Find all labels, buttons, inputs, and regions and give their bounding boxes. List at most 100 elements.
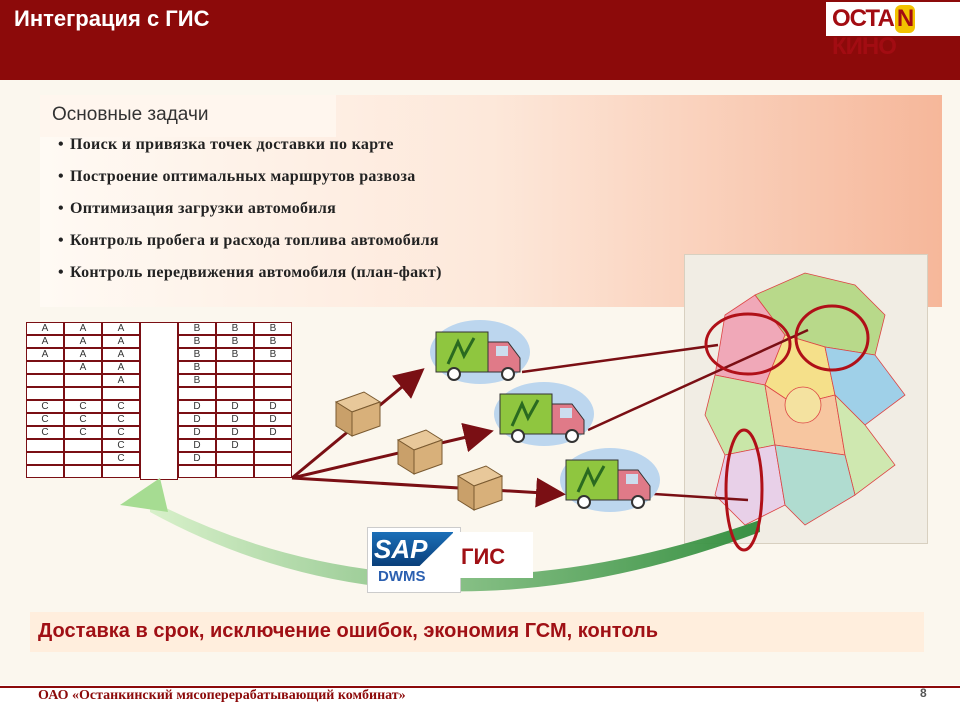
rack-cell: [254, 452, 292, 465]
rack-cell: В: [216, 348, 254, 361]
rack-cell: В: [216, 322, 254, 335]
rack-cell: [216, 465, 254, 478]
rack-cell: [254, 439, 292, 452]
rack-cell: D: [216, 439, 254, 452]
rack-cell: [216, 374, 254, 387]
package-box: [456, 465, 504, 511]
page-number: 8: [920, 686, 927, 700]
rack-cell: D: [178, 439, 216, 452]
rack-cell: D: [216, 426, 254, 439]
rack-cell: В: [178, 348, 216, 361]
rack-cell: В: [178, 374, 216, 387]
rack-cell: В: [178, 335, 216, 348]
rack-cell: С: [26, 400, 64, 413]
sap-dwms-box: SAP DWMS: [367, 527, 461, 593]
rack-cell: А: [64, 348, 102, 361]
rack-cell: [26, 465, 64, 478]
rack-cell: D: [178, 413, 216, 426]
rack-cell: [254, 387, 292, 400]
rack-cell: С: [26, 413, 64, 426]
task-item: •Поиск и привязка точек доставки по карт…: [58, 136, 394, 153]
summary-text: Доставка в срок, исключение ошибок, экон…: [38, 620, 659, 642]
rack-cell: А: [26, 348, 64, 361]
rack-cell: [254, 465, 292, 478]
tasks-title: Основные задачи: [52, 104, 209, 125]
task-item: •Контроль передвижения автомобиля (план-…: [58, 264, 442, 281]
rack-cell: [254, 361, 292, 374]
rack-cell: [216, 361, 254, 374]
rack-cell: В: [178, 361, 216, 374]
rack-cell: А: [64, 322, 102, 335]
rack-cell: [26, 387, 64, 400]
rack-cell: А: [102, 361, 140, 374]
rack-cell: А: [26, 322, 64, 335]
rack-cell: [216, 452, 254, 465]
integration-arc: [150, 500, 760, 592]
rack-cell: С: [64, 413, 102, 426]
rack-cell: [254, 374, 292, 387]
rack-cell: А: [64, 335, 102, 348]
task-item: •Построение оптимальных маршрутов развоз…: [58, 168, 416, 185]
map-zone-3: [724, 428, 764, 552]
rack-cell: А: [102, 348, 140, 361]
rack-cell: D: [178, 452, 216, 465]
rack-cell: [26, 452, 64, 465]
sap-logo-text: SAP: [374, 534, 428, 564]
dwms-label: DWMS: [378, 568, 426, 585]
map-zone-2: [794, 304, 870, 372]
rack-cell: В: [254, 322, 292, 335]
header-bar: [0, 0, 960, 80]
rack-cell: В: [254, 335, 292, 348]
rack-cell: С: [102, 426, 140, 439]
rack-cell: С: [102, 400, 140, 413]
task-item: •Оптимизация загрузки автомобиля: [58, 200, 337, 217]
rack-cell: С: [102, 439, 140, 452]
footer-company: ОАО «Останкинский мясоперерабатывающий к…: [38, 688, 406, 703]
rack-cell: [178, 387, 216, 400]
summary-banner: Доставка в срок, исключение ошибок, экон…: [30, 612, 924, 652]
footer-divider: [0, 686, 960, 688]
route-arrow-3: [291, 476, 566, 508]
rack-cell: D: [178, 426, 216, 439]
package-box: [334, 391, 382, 437]
rack-cell: [216, 387, 254, 400]
rack-cell: D: [254, 413, 292, 426]
rack-cell: D: [178, 400, 216, 413]
map-link-3: [653, 492, 749, 502]
tasks-tab: [40, 95, 336, 137]
rack-cell: В: [254, 348, 292, 361]
rack-cell: С: [64, 426, 102, 439]
tasks-list: •Поиск и привязка точек доставки по карт…: [58, 136, 442, 296]
rack-cell: С: [64, 400, 102, 413]
rack-cell: D: [254, 400, 292, 413]
rack-cell: С: [102, 452, 140, 465]
truck-icon: [494, 382, 594, 446]
rack-cell: [64, 439, 102, 452]
rack-cell: D: [254, 426, 292, 439]
rack-cell: А: [102, 335, 140, 348]
rack-cell: А: [26, 335, 64, 348]
rack-cell: [64, 465, 102, 478]
page-title: Интеграция с ГИС: [14, 6, 210, 31]
integration-arrowhead: [120, 478, 168, 512]
rack-cell: С: [26, 426, 64, 439]
rack-cell: [26, 361, 64, 374]
rack-cell: D: [216, 400, 254, 413]
map-link-2: [587, 328, 809, 432]
rack-cell: [178, 465, 216, 478]
rack-cell: [64, 387, 102, 400]
task-item: •Контроль пробега и расхода топлива авто…: [58, 232, 439, 249]
rack-cell: С: [102, 413, 140, 426]
rack-cell: [64, 452, 102, 465]
rack-cell: [64, 374, 102, 387]
rack-cell: В: [178, 322, 216, 335]
rack-cell: [102, 465, 140, 478]
route-arrow-2: [291, 422, 494, 480]
rack-cell: [102, 387, 140, 400]
rack-cell: [26, 374, 64, 387]
rack-cell: В: [216, 335, 254, 348]
truck-icon: [560, 448, 660, 512]
